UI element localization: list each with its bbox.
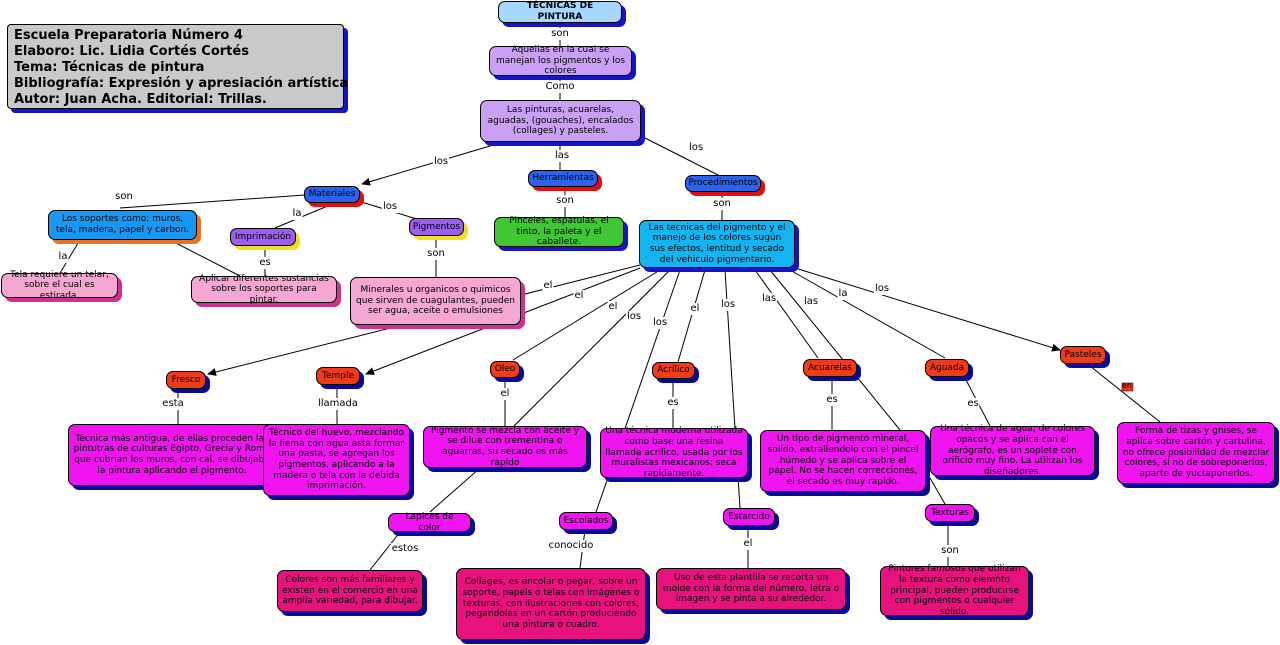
link-label: son xyxy=(426,248,446,260)
definition-node[interactable]: Aquellas en la cual se manejan los pigme… xyxy=(489,45,632,76)
link-label: la xyxy=(837,288,849,300)
escolados-node[interactable]: Escolados xyxy=(559,512,613,530)
aguada-desc-node[interactable]: Una técnica de agua, de colores opacos y… xyxy=(930,424,1095,477)
texturas-desc-node[interactable]: Pintores famosos que utilizan la textura… xyxy=(880,564,1029,617)
minerales-node[interactable]: Minerales u organicos o quimicos que sir… xyxy=(350,277,521,325)
imprimacion-node[interactable]: Imprimación xyxy=(230,228,296,246)
link-label: los xyxy=(651,317,669,329)
link-label: el xyxy=(542,280,554,292)
lapices-node[interactable]: Lapices de color xyxy=(388,512,471,533)
texturas-node[interactable]: Texturas xyxy=(925,504,975,522)
link-label: la xyxy=(57,251,69,263)
school-name: Escuela Preparatoria Número 4 xyxy=(14,28,243,43)
link-label: el xyxy=(607,301,619,313)
link-label: las xyxy=(553,150,571,162)
link-label: los xyxy=(625,311,643,323)
title-node[interactable]: TÉCNICAS DE PINTURA xyxy=(498,1,622,23)
link-label: son xyxy=(114,191,134,203)
oleo-node[interactable]: Oleo xyxy=(490,361,520,378)
link-label: el xyxy=(742,538,754,550)
topic: Tema: Técnicas de pintura xyxy=(14,60,205,75)
link-label: esta xyxy=(161,398,185,410)
link-label: en xyxy=(1122,381,1132,390)
header-info-box: Escuela Preparatoria Número 4 Elaboro: L… xyxy=(7,24,349,109)
acuarelas-desc-node[interactable]: Un tipo de pigmento mineral, solido, ext… xyxy=(760,430,926,492)
link-label: llamada xyxy=(316,398,360,410)
link-label: estos xyxy=(390,543,420,555)
link-label: el xyxy=(573,290,585,302)
estarcido-desc-node[interactable]: Uso de esta plantilla se recorta un mold… xyxy=(656,568,846,610)
pinceles-node[interactable]: Pinceles, espatulas, el tinto, la paleta… xyxy=(494,216,624,247)
bibliography: Bibliografía: Expresión y apresiación ar… xyxy=(14,76,349,91)
fresco-node[interactable]: Fresco xyxy=(166,371,206,389)
author-credit: Elaboro: Lic. Lidia Cortés Cortés xyxy=(14,44,249,59)
materiales-node[interactable]: Materiales xyxy=(304,186,360,203)
lapices-desc-node[interactable]: Colores son más familiares y existen en … xyxy=(277,570,423,612)
link-label: los xyxy=(687,142,705,154)
link-label: las xyxy=(760,293,778,305)
oleo-desc-node[interactable]: Pigmento se mezcla con aceite y se dilue… xyxy=(423,426,587,468)
temple-desc-node[interactable]: Técnico del huevo, mezclando la liema co… xyxy=(263,424,410,496)
pigmentos-node[interactable]: Pigmentos xyxy=(409,218,464,236)
link-label: los xyxy=(432,156,450,168)
link-label: son xyxy=(550,28,570,40)
link-label: son xyxy=(940,545,960,557)
soportes-node[interactable]: Los soportes como: muros, tela, madera, … xyxy=(48,210,197,240)
link-label: la xyxy=(291,208,303,220)
link-label: es xyxy=(966,398,980,410)
link-label: es xyxy=(666,397,680,409)
link-label: el xyxy=(499,388,511,400)
aguada-node[interactable]: Aguada xyxy=(925,359,969,377)
procedimientos-node[interactable]: Procedimientos xyxy=(685,175,761,192)
paintings-list-node[interactable]: Las pinturas, acuarelas, aguadas, (gouac… xyxy=(480,100,641,142)
acrilico-node[interactable]: Acrilico xyxy=(652,362,695,379)
link-label: los xyxy=(719,299,737,311)
herramientas-node[interactable]: Herramientas xyxy=(528,170,598,187)
temple-node[interactable]: Temple xyxy=(316,367,360,385)
link-label: son xyxy=(555,195,575,207)
link-label: los xyxy=(873,283,891,295)
link-label: los xyxy=(381,201,399,213)
pasteles-node[interactable]: Pasteles xyxy=(1060,346,1106,364)
link-label: es xyxy=(825,394,839,406)
fresco-desc-node[interactable]: Técnica más antigua, de ellas proceden l… xyxy=(68,424,276,486)
link-label: Como xyxy=(544,81,576,93)
link-label: las xyxy=(802,296,820,308)
tela-node[interactable]: Tela requiere un telar, sobre el cual es… xyxy=(1,270,118,301)
link-label: es xyxy=(258,257,272,269)
book-author: Autor: Juan Acha. Editorial: Trillas. xyxy=(14,92,267,107)
tecnicas-desc-node[interactable]: Las tecnicas del pigmento y el manejo de… xyxy=(639,220,795,268)
pasteles-desc-node[interactable]: Forma de tizas y gnises, se aplica sobre… xyxy=(1117,422,1275,484)
acrilico-desc-node[interactable]: Una técnica moderna utilizada como base … xyxy=(600,426,748,479)
link-label: el xyxy=(689,303,701,315)
aplicar-node[interactable]: Aplicar diferentes sustancias sobre los … xyxy=(191,274,337,305)
link-label: son xyxy=(712,198,732,210)
estarcido-node[interactable]: Estarcido xyxy=(723,508,775,526)
acuarelas-node[interactable]: Acuarelas xyxy=(803,359,857,377)
escolados-desc-node[interactable]: Collages, es encolar o pegar, sobre un s… xyxy=(456,568,646,640)
link-label: conocido xyxy=(547,540,595,552)
